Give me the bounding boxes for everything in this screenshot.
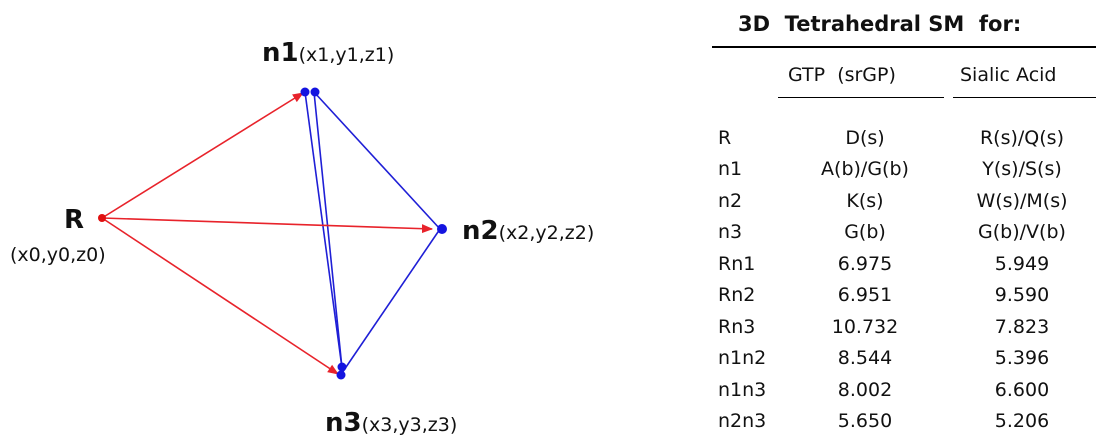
gtp-cell: G(b) xyxy=(844,221,886,243)
node-n3-coord: (x3,y3,z3) xyxy=(361,414,458,436)
gtp-cell: 5.650 xyxy=(837,410,893,432)
row-label: n1n3 xyxy=(718,379,767,401)
arrow-R-n1 xyxy=(101,92,304,219)
node-R-coord: (x0,y0,z0) xyxy=(10,244,106,266)
row-label: n2n3 xyxy=(718,410,767,432)
sialic-cell: Y(s)/S(s) xyxy=(982,158,1062,180)
node-n2-coord: (x2,y2,z2) xyxy=(498,222,595,244)
table-top-rule xyxy=(712,46,1096,48)
sialic-cell: W(s)/M(s) xyxy=(976,190,1068,212)
gtp-cell: K(s) xyxy=(846,190,884,212)
edge-n2-n3 xyxy=(341,228,441,374)
sialic-cell: 7.823 xyxy=(994,316,1050,338)
gtp-cell: 6.951 xyxy=(837,284,893,306)
edge-n1-n2 xyxy=(313,91,441,230)
node-n3-dot-b xyxy=(336,370,346,380)
gtp-cell: 8.544 xyxy=(837,347,893,369)
sialic-cell: 5.949 xyxy=(994,253,1050,275)
row-label: n3 xyxy=(718,221,743,243)
gtp-cell: A(b)/G(b) xyxy=(821,158,909,180)
edge-n1-n3-b xyxy=(313,91,343,369)
node-n2-dot xyxy=(437,224,447,234)
row-label: n1 xyxy=(718,158,743,180)
node-R-name: R xyxy=(64,205,85,235)
node-n3-name: n3 xyxy=(325,408,362,438)
tetrahedron-diagram xyxy=(98,87,447,380)
row-label: n2 xyxy=(718,190,743,212)
node-n1-label: n1(x1,y1,z1) xyxy=(262,40,394,66)
column-header-sialic: Sialic Acid xyxy=(960,64,1057,86)
node-n2-label: n2(x2,y2,z2) xyxy=(462,218,594,244)
row-label: Rn1 xyxy=(718,253,756,275)
gtp-cell: 10.732 xyxy=(831,316,899,338)
node-R-dot xyxy=(98,214,106,222)
arrow-R-n3 xyxy=(101,217,339,375)
node-n2-name: n2 xyxy=(462,216,499,246)
sialic-cell: 9.590 xyxy=(994,284,1050,306)
node-n3-label: n3(x3,y3,z3) xyxy=(325,410,457,436)
gtp-cell: 8.002 xyxy=(837,379,893,401)
gtp-cell: D(s) xyxy=(845,127,885,149)
column-header-gtp: GTP (srGP) xyxy=(788,64,896,86)
row-label: n1n2 xyxy=(718,347,767,369)
arrow-R-n2 xyxy=(101,217,434,234)
edge-n1-n3-a xyxy=(304,91,343,369)
node-n1-dot-b xyxy=(310,87,320,97)
sialic-cell: 5.396 xyxy=(994,347,1050,369)
header-rule-gtp xyxy=(778,97,944,98)
sialic-cell: G(b)/V(b) xyxy=(978,221,1066,243)
sialic-cell: 5.206 xyxy=(994,410,1050,432)
sialic-cell: R(s)/Q(s) xyxy=(979,127,1064,149)
row-label: Rn3 xyxy=(718,316,756,338)
table-title: 3D Tetrahedral SM for: xyxy=(738,12,1022,36)
node-n1-dot-a xyxy=(300,87,310,97)
node-n1-name: n1 xyxy=(262,38,299,68)
row-label: Rn2 xyxy=(718,284,756,306)
gtp-cell: 6.975 xyxy=(837,253,893,275)
sialic-cell: 6.600 xyxy=(994,379,1050,401)
header-rule-sialic xyxy=(953,97,1096,98)
node-n1-coord: (x1,y1,z1) xyxy=(298,44,395,66)
row-label: R xyxy=(718,127,732,149)
node-n3-dot-a xyxy=(337,362,347,372)
